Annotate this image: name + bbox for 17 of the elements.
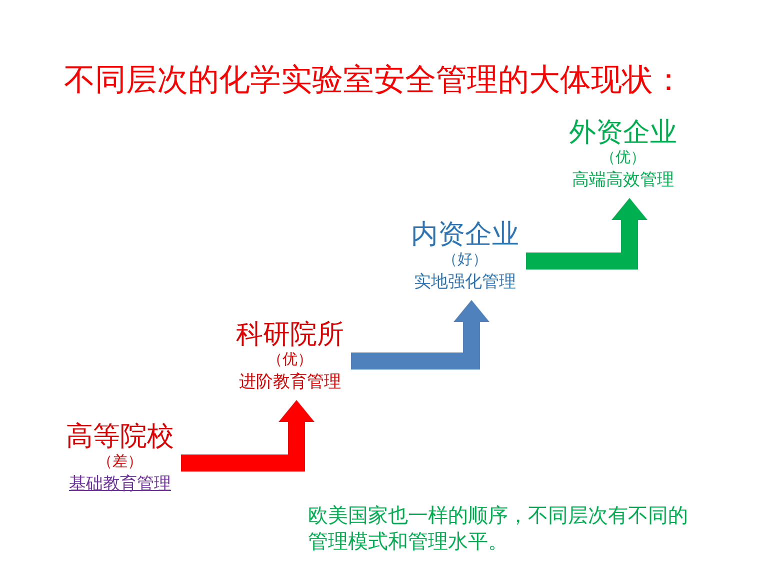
- rating-text: （优）: [268, 350, 312, 370]
- rating-text: （好）: [442, 250, 488, 270]
- step-arrow: [181, 400, 314, 472]
- rating-text: （差）: [98, 452, 142, 472]
- rating-text: （优）: [600, 148, 646, 168]
- description-text: 基础教育管理: [69, 473, 171, 495]
- note-text: 欧美国家也一样的顺序，不同层次有不同的管理模式和管理水平。: [308, 504, 688, 555]
- stage-name: 高等院校: [66, 420, 174, 452]
- description-text: 高端高效管理: [572, 169, 674, 191]
- description-text: 进阶教育管理: [239, 371, 341, 393]
- title: 不同层次的化学实验室安全管理的大体现状：: [64, 61, 684, 99]
- step-arrow: [351, 300, 490, 370]
- stage-name: 科研院所: [236, 318, 344, 350]
- description-text: 实地强化管理: [414, 271, 516, 293]
- step-arrow: [526, 198, 648, 270]
- stage-name: 外资企业: [569, 116, 677, 148]
- stage-name: 内资企业: [411, 218, 519, 250]
